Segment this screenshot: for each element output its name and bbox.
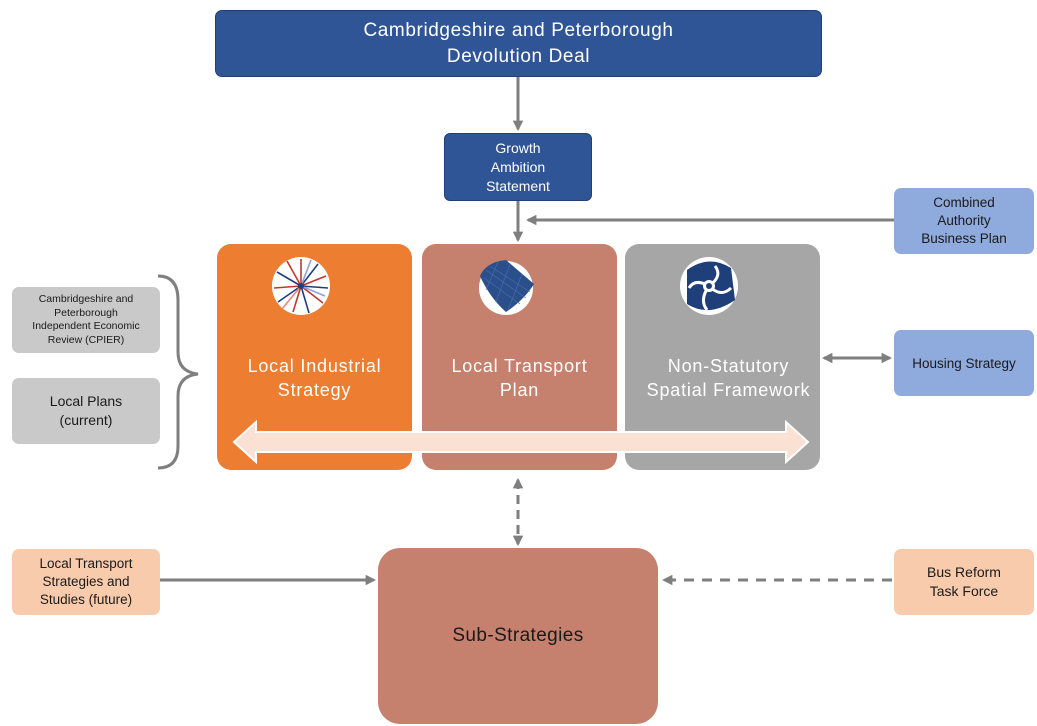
bus-reform-task-force-box: Bus Reform Task Force [894,549,1034,615]
devolution-deal-label: Cambridgeshire and Peterborough Devoluti… [363,19,674,67]
grid-diamond-logo-icon [479,260,534,315]
growth-ambition-label: Growth Ambition Statement [486,139,550,194]
curly-brace [157,274,199,470]
local-industrial-strategy-label: Local Industrial Strategy [247,356,382,400]
non-statutory-spatial-framework-label: Non-Statutory Spatial Framework [646,356,811,400]
local-plans-label: Local Plans (current) [49,393,123,428]
bus-reform-label: Bus Reform Task Force [927,564,1001,599]
devolution-deal-box: Cambridgeshire and Peterborough Devoluti… [215,10,822,77]
local-transport-plan-label: Local Transport Plan [451,356,588,400]
cpier-label: Cambridgeshire and Peterborough Independ… [32,293,140,346]
combined-authority-business-plan-box: Combined Authority Business Plan [894,188,1034,254]
sub-strategies-label: Sub-Strategies [452,625,584,646]
panels-double-arrow [232,420,810,464]
local-plans-box: Local Plans (current) [12,378,160,444]
sub-strategies-box: Sub-Strategies [378,548,658,724]
growth-ambition-statement-box: Growth Ambition Statement [444,133,592,201]
radial-burst-logo-icon [272,257,330,315]
local-transport-strategies-box: Local Transport Strategies and Studies (… [12,549,160,615]
swirl-logo-icon [680,257,738,315]
housing-strategy-label: Housing Strategy [912,355,1016,371]
housing-strategy-box: Housing Strategy [894,330,1034,396]
ca-plan-label: Combined Authority Business Plan [921,195,1007,246]
lts-label: Local Transport Strategies and Studies (… [39,556,133,607]
cpier-box: Cambridgeshire and Peterborough Independ… [12,287,160,353]
